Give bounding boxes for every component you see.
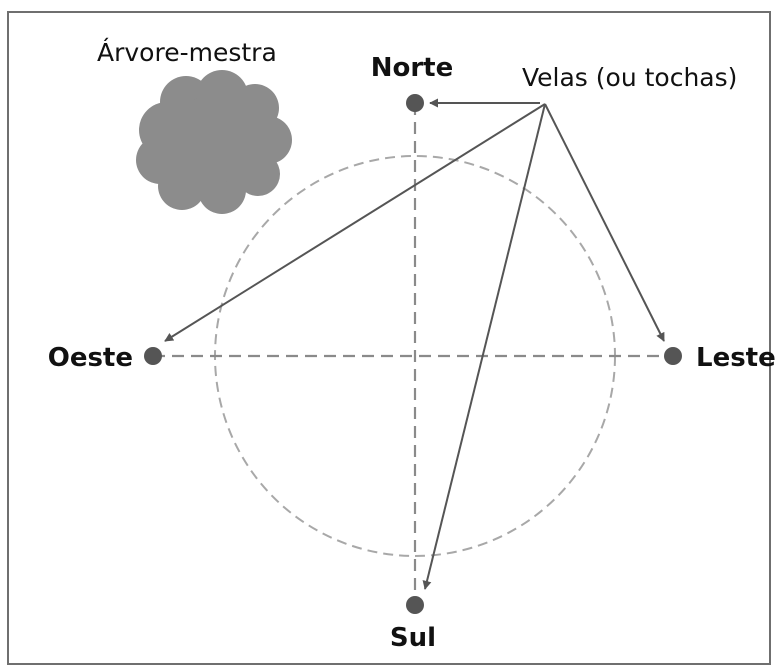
south-point-icon (406, 596, 424, 614)
candle-arrows (164, 98, 665, 590)
arrow-to-south (422, 103, 546, 590)
west-point-icon (144, 347, 162, 365)
south-label: Sul (390, 623, 436, 653)
arrow-to-west (164, 103, 546, 342)
west-label: Oeste (48, 343, 133, 373)
tree-label: Árvore-mestra (97, 38, 277, 67)
arrow-to-east (544, 103, 665, 342)
east-label: Leste (696, 343, 775, 373)
diagram-frame (7, 11, 771, 665)
north-point-icon (406, 94, 424, 112)
tree-icon (136, 70, 292, 214)
candles-label: Velas (ou tochas) (522, 63, 737, 92)
north-label: Norte (371, 53, 454, 83)
east-point-icon (664, 347, 682, 365)
